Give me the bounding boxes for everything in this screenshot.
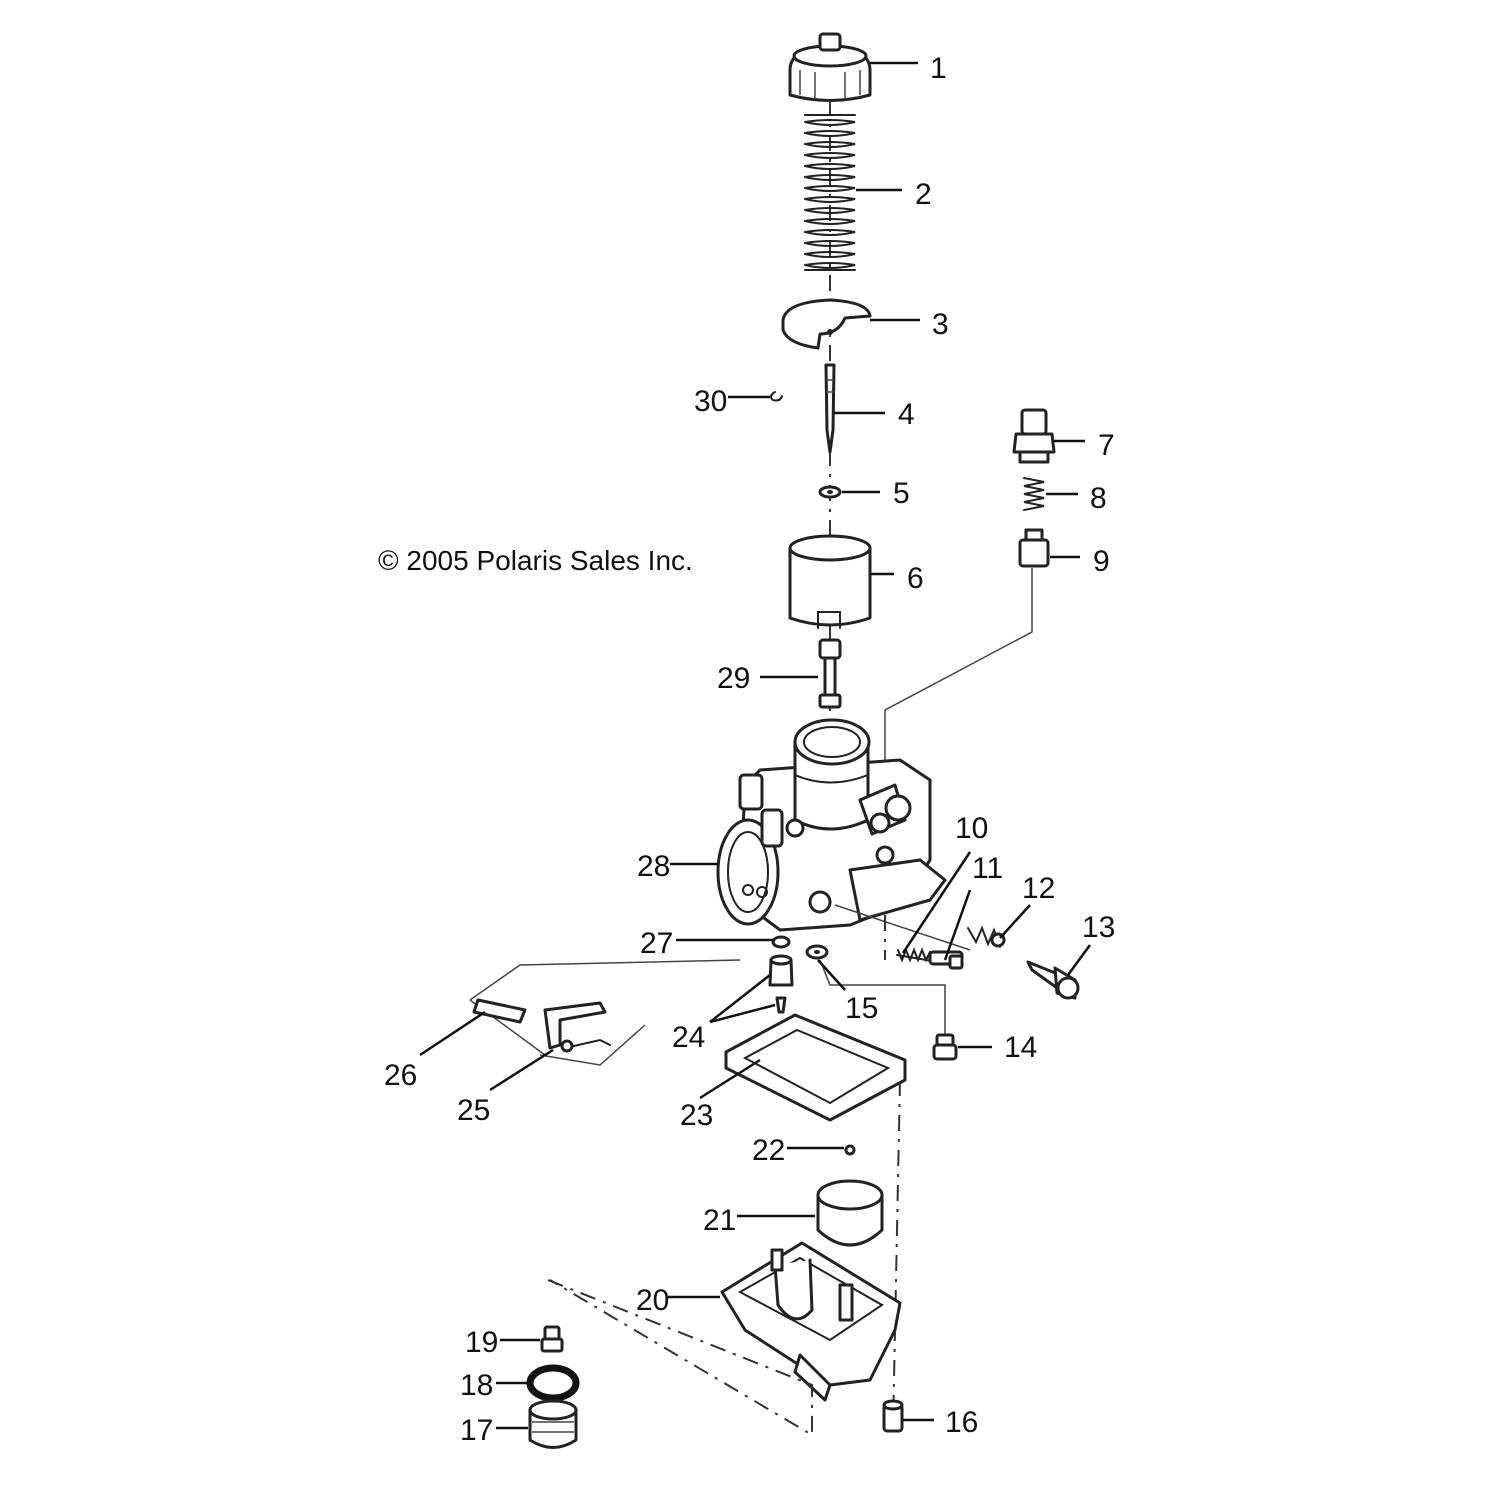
part-carburetor-body xyxy=(716,718,947,932)
callout-16: 16 xyxy=(945,1406,978,1439)
part-bowl-screw xyxy=(882,1399,904,1433)
copyright-notice: © 2005 Polaris Sales Inc. xyxy=(378,545,693,576)
callout-12: 12 xyxy=(1022,872,1055,905)
drain-guide-line xyxy=(547,1279,813,1437)
callout-25: 25 xyxy=(457,1094,490,1127)
part-e-clip xyxy=(769,391,783,402)
leader-line-24 xyxy=(709,1003,776,1024)
callout-11: 11 xyxy=(972,852,1003,885)
callout-23: 23 xyxy=(680,1099,713,1132)
leader-line-11 xyxy=(943,889,972,961)
part-spring xyxy=(804,114,856,271)
leader-line-12 xyxy=(999,904,1031,939)
leader-line-10 xyxy=(901,851,972,954)
part-float-bowl xyxy=(720,1241,902,1402)
starter-guide-line xyxy=(884,568,1033,800)
callout-14: 14 xyxy=(1004,1031,1037,1064)
callout-21: 21 xyxy=(703,1204,736,1237)
leader-line-15 xyxy=(817,959,846,991)
callout-20: 20 xyxy=(636,1284,669,1317)
callout-22: 22 xyxy=(752,1134,785,1167)
part-throttle-stop-screw xyxy=(1026,960,1080,1000)
callout-18: 18 xyxy=(460,1369,493,1402)
callout-17: 17 xyxy=(460,1414,493,1447)
part-washer xyxy=(818,485,842,499)
part-float xyxy=(816,1179,884,1247)
part-main-jet xyxy=(540,1325,564,1353)
part-cap xyxy=(788,32,872,102)
part-plate xyxy=(781,298,872,350)
part-float-pin-22 xyxy=(844,1144,856,1156)
part-throttle-slide xyxy=(788,534,872,629)
callout-30: 30 xyxy=(694,385,727,418)
screw-guide-line xyxy=(834,904,971,951)
callout-3: 3 xyxy=(932,308,949,341)
callout-4: 4 xyxy=(898,398,915,431)
part-drain-o-ring xyxy=(526,1364,580,1402)
callout-1: 1 xyxy=(930,52,947,85)
part-float-pin xyxy=(472,998,527,1024)
part-starter-plunger xyxy=(1012,408,1056,464)
part-washer-27 xyxy=(771,935,791,949)
callout-27: 27 xyxy=(640,927,673,960)
callout-10: 10 xyxy=(955,812,988,845)
part-drain-plug xyxy=(528,1399,578,1449)
callout-15: 15 xyxy=(845,992,878,1025)
callout-19: 19 xyxy=(465,1326,498,1359)
leader-line-26 xyxy=(419,1010,486,1057)
callout-28: 28 xyxy=(637,850,670,883)
part-jet-needle xyxy=(824,363,836,454)
part-washer-15 xyxy=(805,944,829,960)
callout-24: 24 xyxy=(672,1021,705,1054)
part-float-bowl-gasket xyxy=(724,1013,907,1122)
callout-7: 7 xyxy=(1098,429,1115,462)
callout-26: 26 xyxy=(384,1059,417,1092)
callout-6: 6 xyxy=(907,562,924,595)
leader-line-13 xyxy=(1066,944,1092,976)
callout-13: 13 xyxy=(1082,911,1115,944)
leader-line-24 xyxy=(709,974,771,1023)
part-starter-spring xyxy=(1023,477,1045,511)
leader-line-23 xyxy=(699,1058,761,1100)
callout-2: 2 xyxy=(915,178,932,211)
part-needle-jet xyxy=(818,638,842,709)
pilot-jet-guide-line xyxy=(819,959,946,1035)
bowl-screw-axis xyxy=(892,1079,901,1431)
part-throttle-stop-spring xyxy=(967,925,1006,949)
callout-layer: 1234567891011121314151617181920212223242… xyxy=(384,52,1115,1447)
part-needle-valve xyxy=(768,954,794,1014)
part-starter-valve xyxy=(1018,528,1050,568)
part-pilot-screw-spring xyxy=(928,950,964,970)
leader-line-25 xyxy=(489,1048,554,1092)
callout-29: 29 xyxy=(717,662,750,695)
part-float-arm xyxy=(543,1001,611,1053)
callout-5: 5 xyxy=(893,477,910,510)
callout-8: 8 xyxy=(1090,482,1107,515)
part-pilot-jet xyxy=(932,1033,958,1061)
callout-9: 9 xyxy=(1093,545,1110,578)
